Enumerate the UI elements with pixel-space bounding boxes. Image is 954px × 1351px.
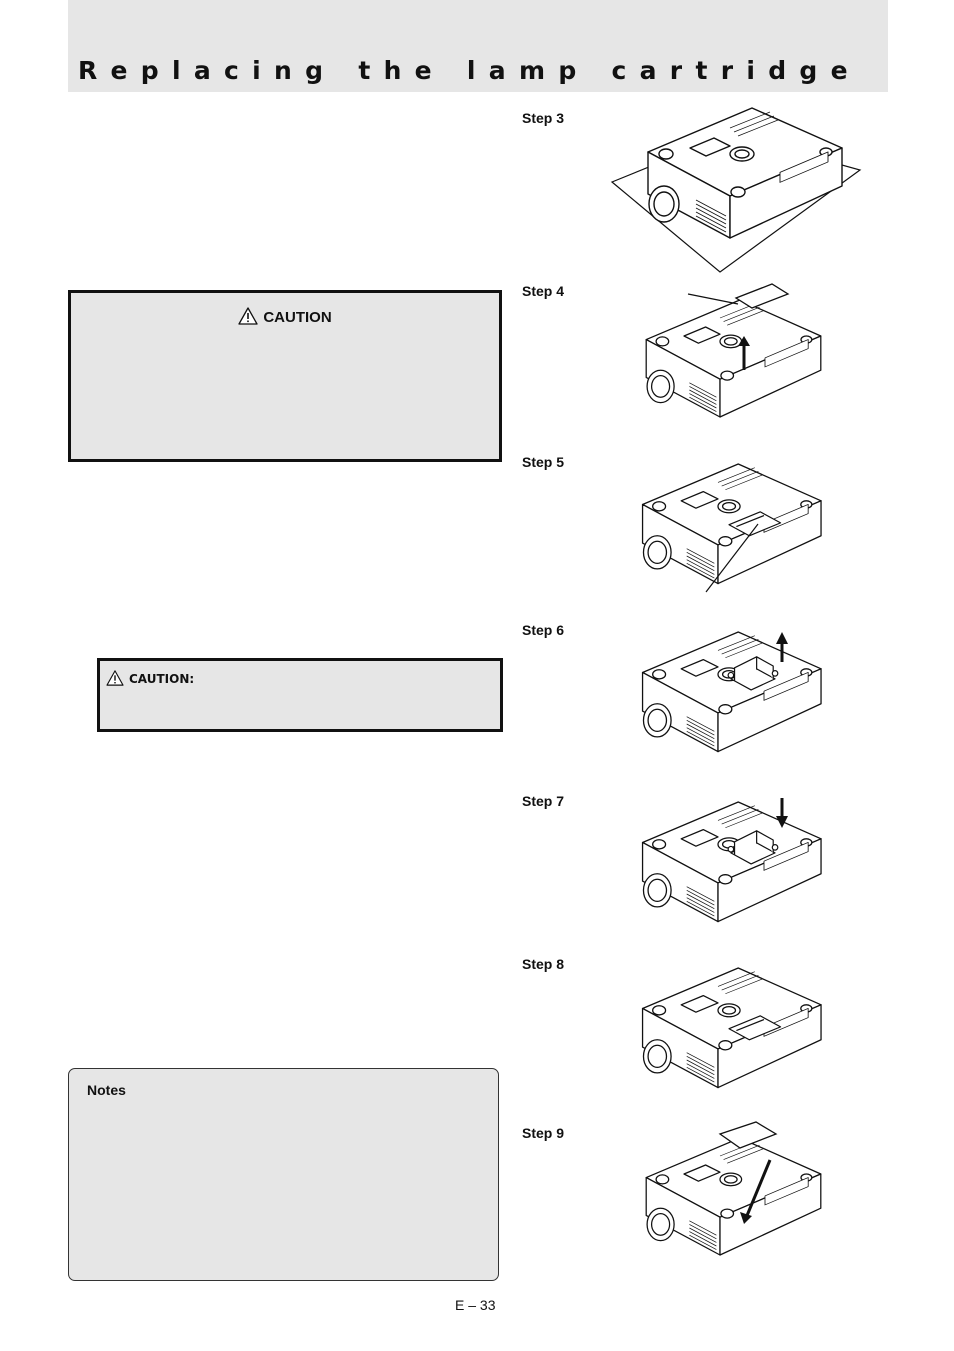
tighten-screws-illustration <box>641 967 822 1089</box>
arrow-down-icon <box>776 816 788 828</box>
page-title: Replacing the lamp cartridge <box>78 56 861 85</box>
replace-lamp-cover-illustration <box>645 1121 822 1256</box>
warning-triangle-icon <box>238 307 258 325</box>
step-label: Step 9 <box>522 1125 565 1141</box>
caution-box: CAUTION <box>68 290 502 462</box>
lamp-cover-shape <box>718 1121 778 1149</box>
caution-heading-text: CAUTION <box>263 309 332 326</box>
notes-heading: Notes <box>87 1082 126 1098</box>
page-number: E – 33 <box>455 1297 496 1313</box>
pull-out-cartridge-illustration <box>641 631 822 753</box>
arrow-down-icon <box>744 1159 772 1219</box>
step-label: Step 3 <box>522 110 565 126</box>
caution-small-heading-text: CAUTION: <box>129 672 195 686</box>
step-label: Step 4 <box>522 283 565 299</box>
caution-small-heading: CAUTION: <box>106 670 194 686</box>
callout-line <box>687 293 739 305</box>
warning-triangle-icon <box>106 670 124 686</box>
caution-small-box: CAUTION: <box>97 658 503 732</box>
step-label: Step 5 <box>522 454 565 470</box>
header-band <box>68 0 888 92</box>
step-label: Step 6 <box>522 622 565 638</box>
arrow-down-icon <box>740 1212 752 1224</box>
step-label: Step 8 <box>522 956 565 972</box>
callout-line <box>705 523 759 593</box>
insert-cartridge-illustration <box>641 798 822 923</box>
caution-heading: CAUTION <box>71 307 499 326</box>
projector-on-cloth-illustration <box>610 107 862 273</box>
notes-box: Notes <box>68 1068 499 1281</box>
arrow-up-icon <box>776 632 788 644</box>
lamp-cover-shape <box>734 283 790 309</box>
step-label: Step 7 <box>522 793 565 809</box>
arrow-up-icon <box>738 336 750 346</box>
loosen-screws-illustration <box>641 463 822 593</box>
remove-lamp-cover-illustration <box>645 283 822 418</box>
